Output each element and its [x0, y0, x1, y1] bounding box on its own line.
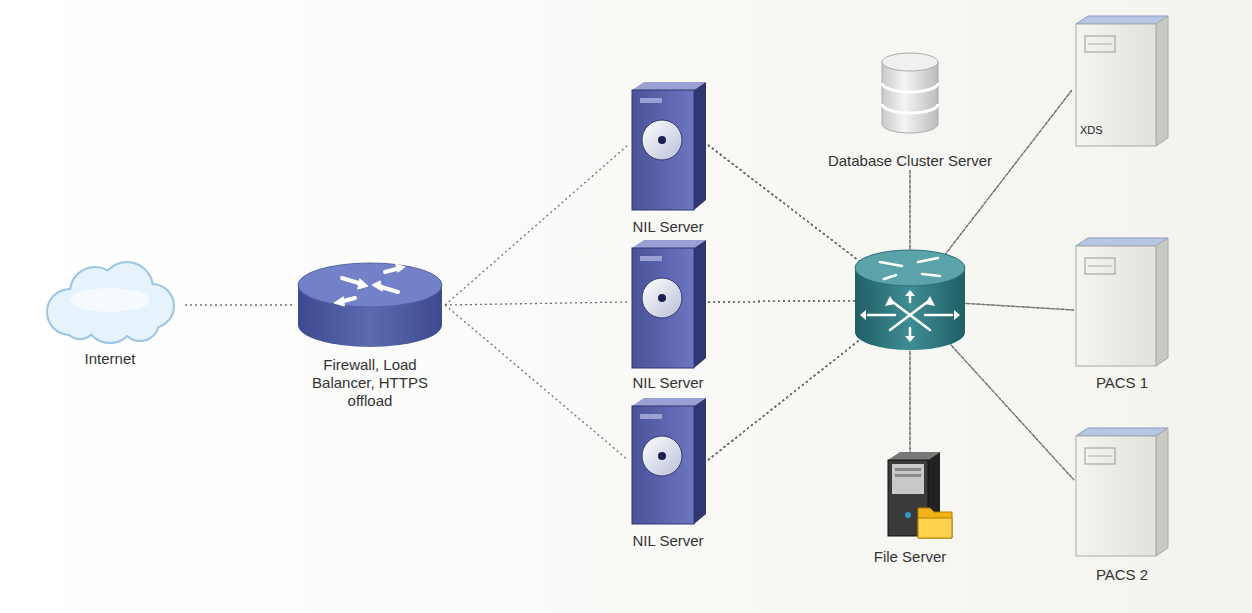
network-link: [708, 145, 1074, 480]
server-icon: [632, 82, 706, 210]
database-node: Database Cluster Server: [824, 52, 997, 170]
storage-node: XDS: [1072, 16, 1168, 146]
cloud-node: Internet: [35, 266, 185, 368]
node-label: PACS 2: [1096, 566, 1148, 584]
node-label: Firewall, Load Balancer, HTTPS offload: [311, 356, 429, 410]
server-icon: [632, 398, 706, 524]
storage-node: PACS 2: [1074, 428, 1170, 584]
node-label: Database Cluster Server: [828, 152, 992, 170]
server-icon: [632, 240, 706, 368]
file-server-node: File Server: [870, 452, 951, 566]
node-label: NIL Server: [632, 532, 703, 550]
node-label: NIL Server: [632, 374, 703, 392]
server-node: NIL Server: [628, 82, 708, 236]
network-link: [708, 145, 1074, 310]
server-node: NIL Server: [628, 398, 708, 550]
node-label: File Server: [874, 548, 947, 566]
storage-box: [1076, 238, 1168, 366]
router-icon: [298, 263, 442, 347]
network-link: [445, 145, 628, 305]
network-link: [445, 305, 628, 460]
file-server-icon: [888, 452, 952, 538]
network-link: [708, 90, 1072, 460]
storage-node: PACS 1: [1074, 238, 1170, 392]
switch-icon: [855, 250, 965, 350]
server-node: NIL Server: [628, 240, 708, 392]
cloud-icon: [48, 263, 173, 342]
storage-box: [1076, 16, 1168, 146]
node-label: Internet: [85, 350, 136, 368]
storage-box: [1076, 428, 1168, 556]
firewall-node: Firewall, Load Balancer, HTTPS offload: [295, 262, 445, 410]
node-label: PACS 1: [1096, 374, 1148, 392]
node-label: XDS: [1080, 124, 1103, 136]
database-icon: [882, 53, 938, 133]
network-link: [708, 170, 910, 460]
network-link: [445, 302, 628, 305]
network-link: [185, 304, 295, 305]
node-label: NIL Server: [632, 218, 703, 236]
